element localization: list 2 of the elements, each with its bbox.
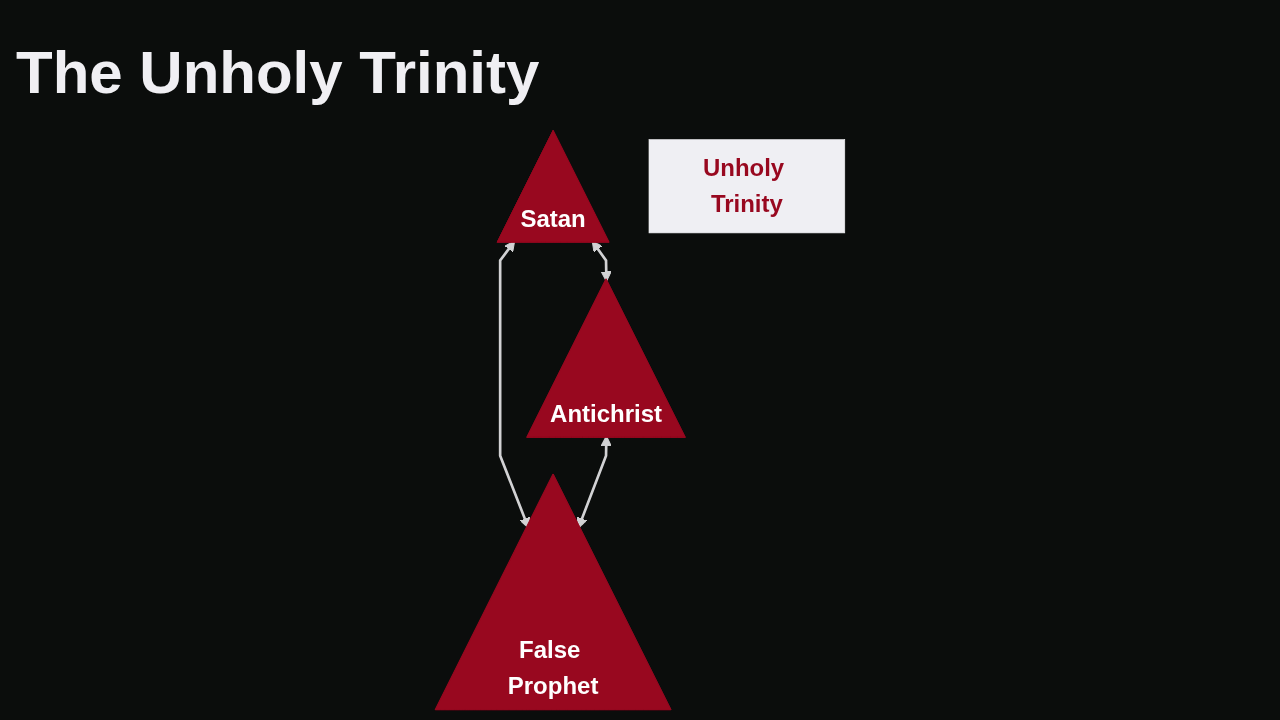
node-box: Unholy Trinity [648,139,846,234]
title: The Unholy Trinity [16,40,540,106]
